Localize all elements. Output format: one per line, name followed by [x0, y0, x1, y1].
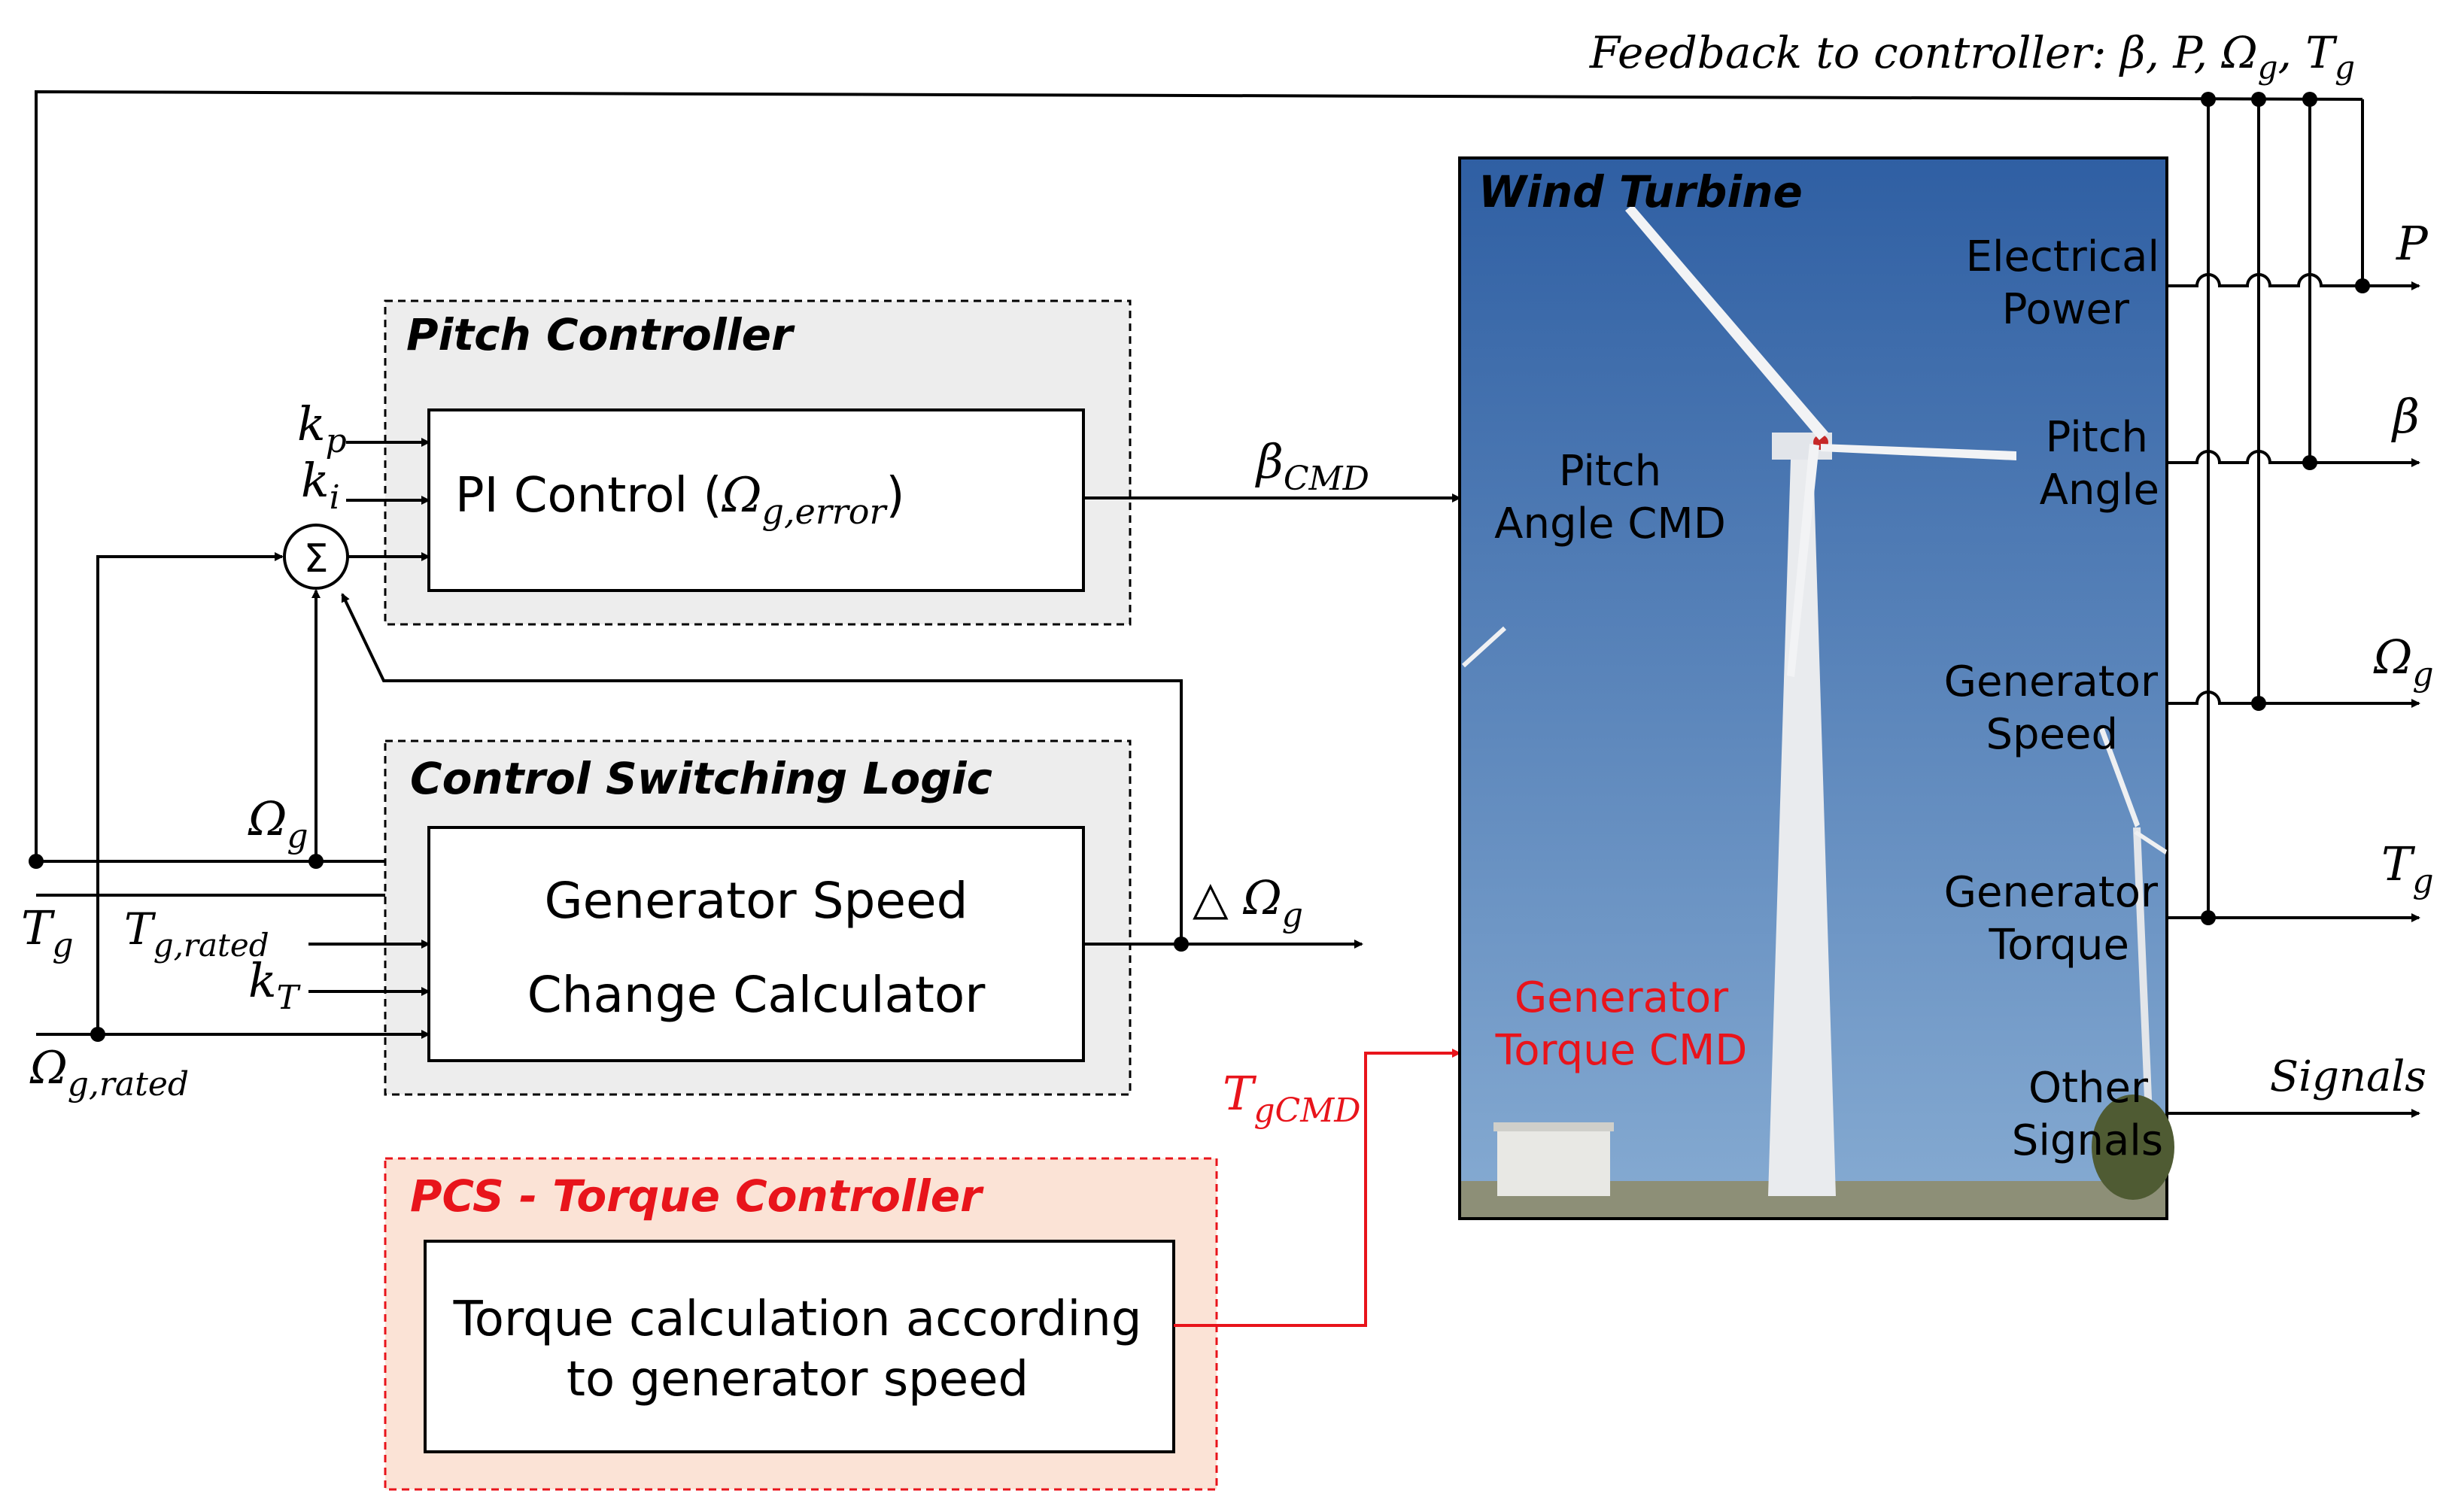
out-power-label-2: Power [2002, 285, 2130, 334]
ki-label: ki [301, 453, 340, 517]
pitch-controller-title: Pitch Controller [406, 309, 795, 360]
out-speed-label-2: Speed [1986, 710, 2118, 759]
torque-calc-line1: Torque calculation according [453, 1292, 1142, 1347]
pi-control-block [427, 408, 1085, 592]
pitch-cmd-label-1: Pitch [1559, 447, 1661, 496]
switching-logic-title: Control Switching Logic [410, 753, 992, 804]
omega-rated-to-sum [96, 552, 284, 1034]
out-p-label: P [2396, 216, 2429, 271]
speed-change-line2: Change Calculator [527, 966, 986, 1024]
out-other-label-2: Signals [2012, 1116, 2163, 1165]
output-lines [2167, 273, 2420, 1118]
beta-cmd-label: βCMD [1255, 434, 1369, 498]
omega-g-label: Ωg [248, 791, 308, 855]
pitch-cmd-label-2: Angle CMD [1494, 499, 1726, 548]
delta-omega-to-sum [341, 593, 1183, 944]
torque-cmd-arrow [1174, 1049, 1461, 1327]
out-tg-label: Tg [2381, 836, 2434, 900]
omega-g-node [308, 854, 324, 869]
speed-change-block [427, 826, 1085, 1062]
out-speed-label-1: Generator [1944, 657, 2159, 706]
out-beta-label: β [2391, 389, 2420, 444]
out-power-label-1: Electrical [1966, 232, 2159, 281]
tg-rated-label: Tg,rated [124, 903, 269, 964]
feedback-nodes [29, 92, 2317, 869]
out-omega-label: Ωg [2373, 630, 2434, 694]
out-torque-label-2: Torque [1989, 921, 2129, 970]
delta-omega-label: △ Ωg [1193, 870, 1303, 934]
out-other-label-1: Other [2028, 1064, 2149, 1113]
sum-symbol: Σ [304, 536, 329, 581]
omega-rated-node [90, 1027, 105, 1042]
torque-cmd-label-2: Torque CMD [1495, 1026, 1748, 1075]
torque-cmd-label: TgCMD [1223, 1066, 1361, 1130]
feedback-bus [35, 90, 2364, 918]
feedback-label: Feedback to controller: β, P, Ωg, Tg [1589, 27, 2355, 86]
torque-calc-line2: to generator speed [567, 1352, 1029, 1407]
omega-rated-label: Ωg,rated [29, 1042, 189, 1104]
delta-omega-node [1174, 937, 1189, 952]
out-pitch-label-2: Angle [2040, 466, 2159, 515]
speed-change-line1: Generator Speed [544, 872, 968, 930]
tg-label: Tg [21, 900, 74, 964]
pcs-title: PCS - Torque Controller [410, 1170, 984, 1222]
out-signals-label: Signals [2270, 1052, 2426, 1101]
out-torque-label-1: Generator [1944, 868, 2159, 917]
torque-cmd-label-1: Generator [1515, 973, 1729, 1022]
kp-label: kp [297, 396, 347, 460]
output-nodes [2201, 278, 2370, 925]
kt-label: kT [248, 953, 302, 1017]
torque-calc-block [424, 1240, 1175, 1453]
out-pitch-label-1: Pitch [2046, 413, 2148, 462]
wind-turbine-title: Wind Turbine [1478, 166, 1803, 217]
pi-control-label: PI Control (Ωg,error) [455, 468, 904, 532]
wind-turbine-panel [1458, 156, 2174, 1220]
